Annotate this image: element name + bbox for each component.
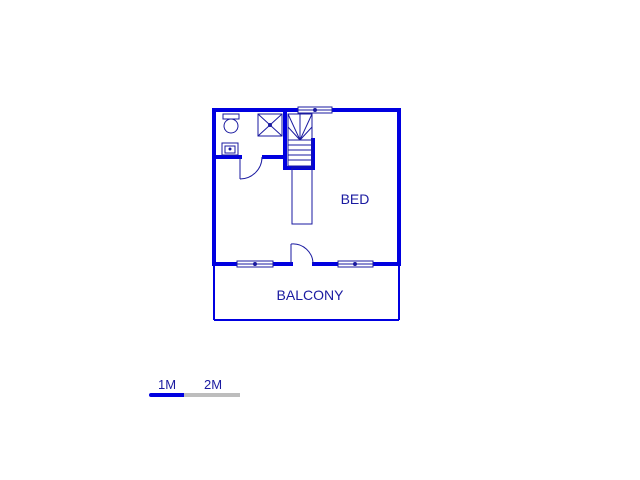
- scale-bar: 1M 2M: [149, 377, 240, 397]
- stair-landing: [291, 167, 313, 225]
- scale-label-1m: 1M: [158, 377, 176, 392]
- staircase: [287, 113, 313, 225]
- balcony: [213, 264, 400, 321]
- toilet-icon: [222, 113, 240, 134]
- basin-icon: [221, 142, 239, 156]
- bathroom-fixtures: [221, 113, 283, 156]
- balcony-door: [290, 243, 314, 265]
- window-bottom-right: [337, 260, 374, 268]
- doors: [239, 156, 314, 265]
- scale-label-2m: 2M: [204, 377, 222, 392]
- shower-icon: [257, 113, 283, 137]
- bathroom-door: [239, 156, 263, 180]
- windows: [236, 106, 374, 268]
- window-top: [297, 106, 333, 114]
- room-label-bed: BED: [341, 191, 370, 207]
- room-label-balcony: BALCONY: [277, 287, 345, 303]
- window-bottom-left: [236, 260, 274, 268]
